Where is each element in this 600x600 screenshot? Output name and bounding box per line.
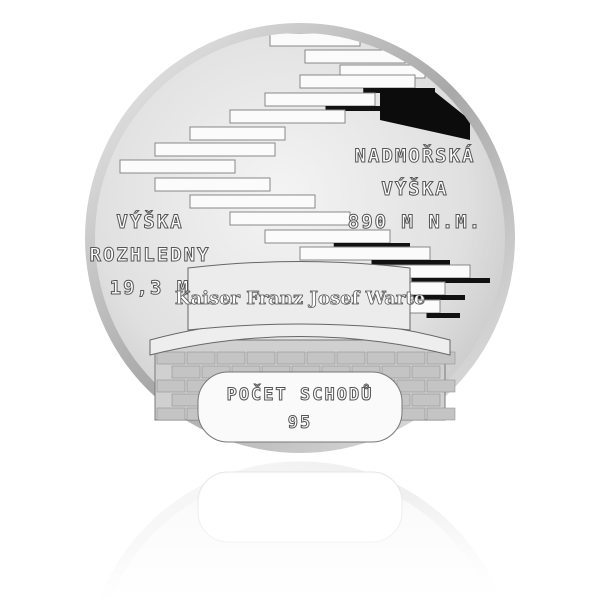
stair-shadow — [325, 106, 395, 111]
brick — [426, 351, 456, 365]
stair-step — [119, 159, 236, 174]
stair-step — [154, 177, 271, 192]
brick — [396, 351, 426, 365]
staircase-relief — [119, 33, 490, 318]
brick — [246, 351, 276, 365]
tower-gate — [149, 261, 456, 443]
stair-step — [229, 211, 351, 226]
brick — [171, 365, 201, 379]
stair-shadow — [371, 260, 450, 265]
stair-shadow — [411, 278, 490, 283]
brick — [426, 379, 456, 393]
altitude-line-3: 890 M N.M. — [348, 211, 482, 233]
brick — [216, 351, 246, 365]
tower-name: Kaiser Franz Josef Warte — [175, 288, 425, 309]
stair-step — [189, 194, 316, 209]
brick — [156, 351, 186, 365]
brick — [186, 351, 216, 365]
brick — [276, 351, 306, 365]
altitude-line-2: VÝŠKA — [381, 176, 448, 200]
steps-line-1: POČET SCHODŮ — [227, 382, 374, 405]
steps-line-2: 95 — [288, 413, 312, 433]
brick — [171, 393, 201, 407]
stair-step — [299, 74, 416, 89]
stair-step — [264, 92, 376, 107]
stair-step — [189, 126, 286, 141]
brick — [411, 393, 441, 407]
brick — [426, 407, 456, 421]
tower-height-line-2: ROZHLEDNY — [90, 244, 211, 266]
altitude-line-1: NADMOŘSKÁ — [355, 143, 476, 167]
stair-step — [154, 142, 276, 157]
brick — [396, 379, 426, 393]
tower-height-line-1: VÝŠKA — [116, 209, 183, 233]
brick — [156, 379, 186, 393]
stair-shadow — [333, 243, 410, 248]
shadow-region — [380, 88, 470, 140]
brick — [411, 365, 441, 379]
stair-step — [299, 246, 431, 261]
tower-height-line-3: 19,3 M — [110, 277, 191, 299]
brick — [381, 365, 411, 379]
brick — [306, 351, 336, 365]
stair-step — [264, 229, 391, 244]
stair-shadow — [413, 295, 465, 300]
stair-step — [229, 109, 346, 124]
stair-shadow — [426, 313, 460, 318]
brick — [366, 351, 396, 365]
brick — [336, 351, 366, 365]
brick — [156, 407, 186, 421]
